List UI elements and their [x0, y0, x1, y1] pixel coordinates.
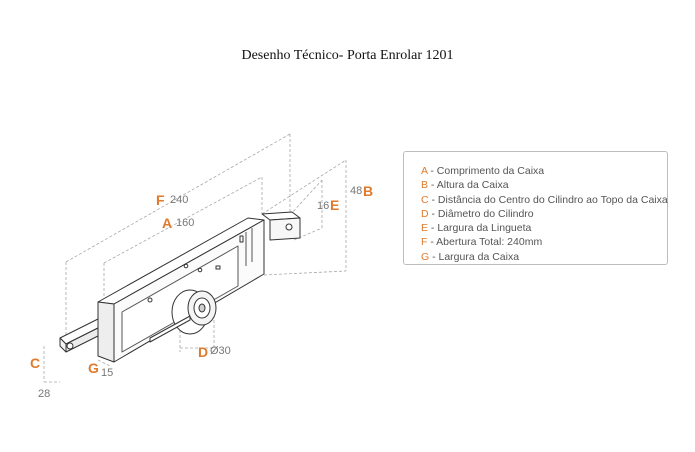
- legend-text: - Diâmetro do Cilindro: [428, 207, 534, 220]
- legend-key: D: [421, 207, 429, 220]
- dim-c-letter: C: [30, 355, 40, 371]
- dim-a-letter: A: [162, 215, 172, 231]
- dim-b-value: 48: [350, 185, 362, 197]
- legend-key: F: [421, 236, 428, 249]
- dim-b-letter: B: [363, 183, 373, 199]
- legend-item: G - Largura da Caixa: [421, 250, 667, 264]
- legend-box: A - Comprimento da Caixa B - Altura da C…: [403, 151, 668, 265]
- dim-a-value: 160: [176, 217, 194, 229]
- legend-text: - Largura da Lingueta: [428, 222, 532, 235]
- legend-key: C: [421, 193, 429, 206]
- dim-d-letter: D: [198, 344, 208, 360]
- drawing-title: Desenho Técnico- Porta Enrolar 1201: [241, 48, 454, 63]
- dim-e-value: 16: [317, 200, 329, 212]
- lock-body: [59, 211, 301, 363]
- legend-key: E: [421, 222, 429, 235]
- legend-text: - Largura da Caixa: [429, 250, 520, 263]
- legend-key: B: [421, 179, 429, 192]
- dim-d-value: Ø30: [210, 345, 231, 357]
- legend-text: - Altura da Caixa: [428, 179, 509, 192]
- dim-f-value: 240: [170, 194, 188, 206]
- dimension-lines: [43, 133, 347, 383]
- dim-f-letter: F: [156, 192, 165, 208]
- dim-g-letter: G: [88, 360, 99, 376]
- dim-g-value: 15: [101, 367, 113, 379]
- legend-key: A: [421, 165, 428, 177]
- dim-c-value: 28: [38, 388, 50, 400]
- legend-item: D - Diâmetro do Cilindro: [421, 207, 667, 221]
- legend-item: B - Altura da Caixa: [421, 178, 667, 192]
- legend-key: G: [421, 250, 430, 263]
- legend-text: - Abertura Total: 240mm: [427, 236, 543, 249]
- legend-item: A - Comprimento da Caixa: [421, 164, 667, 178]
- legend-item: E - Largura da Lingueta: [421, 221, 667, 235]
- dim-e-letter: E: [330, 197, 339, 213]
- legend-item: C - Distância do Centro do Cilindro ao T…: [421, 193, 668, 207]
- legend-text: - Comprimento da Caixa: [427, 165, 545, 177]
- legend-text: - Distância do Centro do Cilindro ao Top…: [428, 193, 668, 206]
- legend-item: F - Abertura Total: 240mm: [421, 235, 667, 249]
